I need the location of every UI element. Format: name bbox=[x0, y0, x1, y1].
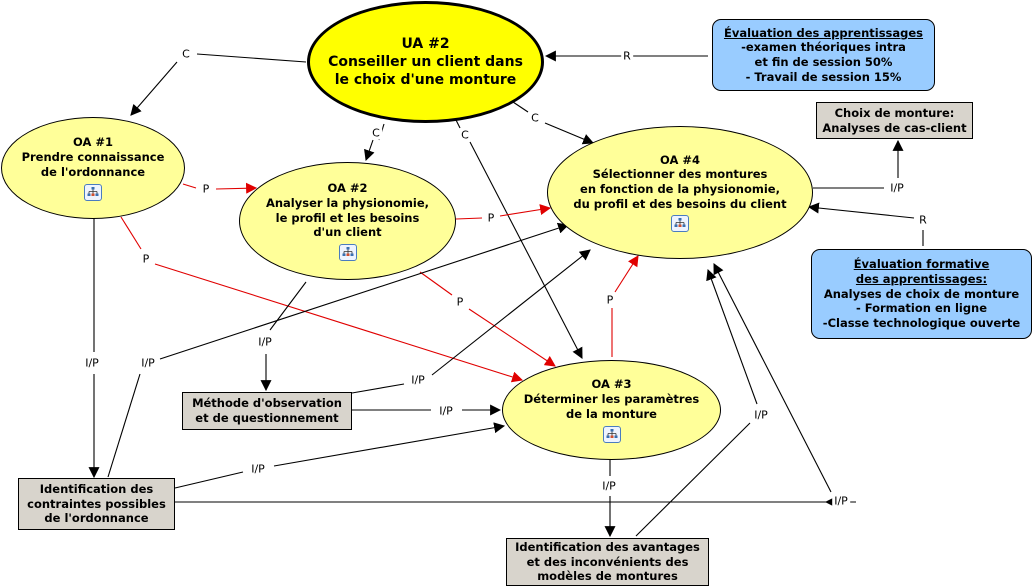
link-label: I/P bbox=[437, 404, 455, 418]
node-oa4-line: du profil et des besoins du client bbox=[573, 196, 787, 211]
node-eval-sommative-title: Évaluation des apprentissages bbox=[723, 25, 924, 40]
link-label: C bbox=[370, 126, 382, 140]
precedence-link-segment[interactable] bbox=[468, 308, 556, 367]
link-label: I/P bbox=[249, 462, 267, 476]
node-eval-formative-title: des apprentissages: bbox=[855, 271, 988, 286]
node-oa4-line: Sélectionner des montures bbox=[592, 167, 768, 182]
node-oa3-line: de la monture bbox=[566, 406, 657, 421]
node-methode-line: et de questionnement bbox=[195, 411, 339, 425]
link-segment[interactable] bbox=[364, 139, 375, 162]
node-contraintes-line: de l'ordonnance bbox=[44, 511, 149, 526]
node-oa4[interactable]: OA #4 Sélectionner des montures en fonct… bbox=[547, 126, 813, 259]
link-label: P bbox=[200, 182, 212, 196]
node-oa2-line: Analyser la physionomie, bbox=[265, 195, 430, 210]
node-ua2[interactable]: UA #2 Conseiller un client dans le choix… bbox=[307, 1, 544, 123]
link-label: P bbox=[485, 211, 497, 225]
node-eval-sommative[interactable]: Évaluation des apprentissages -examen th… bbox=[712, 19, 935, 91]
node-choix-monture[interactable]: Choix de monture: Analyses de cas-client bbox=[816, 102, 973, 139]
precedence-link-segment[interactable] bbox=[182, 183, 197, 189]
link-label: I/P bbox=[83, 356, 101, 370]
precedence-link-segment[interactable] bbox=[455, 217, 483, 220]
concept-map-icon[interactable] bbox=[84, 183, 102, 201]
concept-map-icon[interactable] bbox=[602, 425, 621, 443]
link-label: I/P bbox=[832, 494, 850, 508]
node-eval-formative-line: -Classe technologique ouverte bbox=[822, 316, 1021, 331]
node-oa2-line: le profil et les besoins bbox=[275, 210, 420, 225]
link-label: C bbox=[529, 111, 541, 125]
node-eval-sommative-line: et fin de session 50% bbox=[754, 55, 893, 69]
precedence-link-segment[interactable] bbox=[215, 182, 258, 194]
node-eval-formative[interactable]: Évaluation formative des apprentissages:… bbox=[811, 249, 1032, 339]
link-label: I/P bbox=[409, 373, 427, 387]
link-label: I/P bbox=[888, 181, 906, 195]
link-label: I/P bbox=[256, 335, 274, 349]
node-eval-sommative-line: - Travail de session 15% bbox=[745, 69, 902, 84]
precedence-link-segment[interactable] bbox=[614, 255, 639, 293]
link-segment[interactable] bbox=[807, 202, 915, 219]
node-oa1-line: de l'ordonnance bbox=[40, 164, 146, 179]
node-ua2-line: UA #2 bbox=[401, 35, 450, 52]
link-label: I/P bbox=[139, 356, 157, 370]
link-label: P bbox=[454, 295, 466, 309]
link-label: P bbox=[604, 293, 616, 307]
node-oa2-line: OA #2 bbox=[327, 181, 368, 196]
node-choix-monture-line: Choix de monture: bbox=[834, 105, 955, 120]
link-segment[interactable] bbox=[544, 122, 595, 145]
link-segment[interactable] bbox=[431, 249, 591, 376]
node-oa1-line: OA #1 bbox=[72, 135, 113, 150]
link-label: R bbox=[917, 213, 929, 227]
node-eval-formative-title: Évaluation formative bbox=[853, 257, 990, 272]
node-methode-line: Méthode d'observation bbox=[192, 396, 342, 411]
node-oa2-line: d'un client bbox=[313, 225, 382, 240]
node-ua2-line: le choix d'une monture bbox=[334, 72, 517, 89]
node-oa2[interactable]: OA #2 Analyser la physionomie, le profil… bbox=[239, 162, 456, 280]
node-avantages-line: Identification des avantages bbox=[515, 539, 700, 554]
precedence-link-segment[interactable] bbox=[419, 271, 453, 296]
precedence-link-segment[interactable] bbox=[120, 216, 142, 250]
node-avantages[interactable]: Identification des avantages et des inco… bbox=[506, 538, 709, 586]
node-oa3-line: OA #3 bbox=[591, 377, 632, 392]
link-label: I/P bbox=[752, 408, 770, 422]
node-contraintes[interactable]: Identification des contraintes possibles… bbox=[18, 478, 175, 530]
node-oa3[interactable]: OA #3 Déterminer les paramètres de la mo… bbox=[502, 360, 721, 460]
node-contraintes-line: Identification des bbox=[39, 481, 154, 496]
link-segment[interactable] bbox=[351, 383, 405, 394]
node-oa4-line: OA #4 bbox=[659, 152, 700, 167]
node-eval-formative-line: Analyses de choix de monture bbox=[823, 286, 1020, 301]
link-segment[interactable] bbox=[196, 53, 307, 63]
node-avantages-line: modèles de montures bbox=[537, 569, 678, 584]
node-oa1[interactable]: OA #1 Prendre connaissance de l'ordonnan… bbox=[1, 117, 185, 219]
link-label: R bbox=[621, 49, 633, 63]
link-segment[interactable] bbox=[706, 268, 758, 405]
concept-map-icon[interactable] bbox=[338, 243, 357, 261]
link-label: P bbox=[140, 252, 152, 266]
concept-map-icon[interactable] bbox=[671, 215, 689, 233]
link-segment[interactable] bbox=[107, 373, 141, 478]
precedence-link-segment[interactable] bbox=[499, 204, 552, 217]
link-segment[interactable] bbox=[273, 422, 506, 467]
node-oa1-line: Prendre connaissance bbox=[21, 150, 165, 165]
link-segment[interactable] bbox=[159, 222, 570, 360]
node-oa4-line: en fonction de la physionomie, bbox=[580, 182, 780, 196]
link-segment[interactable] bbox=[174, 471, 244, 489]
link-label: C bbox=[459, 128, 471, 142]
node-choix-monture-line: Analyses de cas-client bbox=[822, 120, 967, 135]
node-eval-sommative-line: -examen théoriques intra bbox=[741, 40, 906, 55]
precedence-link-segment[interactable] bbox=[154, 263, 524, 383]
node-contraintes-line: contraintes possibles bbox=[27, 496, 166, 511]
node-ua2-line: Conseiller un client dans bbox=[328, 53, 523, 70]
node-oa3-line: Déterminer les paramètres bbox=[523, 392, 700, 407]
node-avantages-line: et des inconvénients des bbox=[526, 554, 689, 569]
node-methode[interactable]: Méthode d'observation et de questionneme… bbox=[182, 392, 352, 430]
link-segment[interactable] bbox=[130, 61, 178, 116]
link-segment[interactable] bbox=[469, 141, 583, 359]
link-label: C bbox=[180, 47, 192, 61]
node-eval-formative-line: - Formation en ligne bbox=[855, 301, 988, 316]
link-label: I/P bbox=[600, 479, 618, 493]
link-segment[interactable] bbox=[635, 422, 751, 537]
link-segment[interactable] bbox=[713, 263, 832, 493]
link-segment[interactable] bbox=[269, 281, 307, 331]
